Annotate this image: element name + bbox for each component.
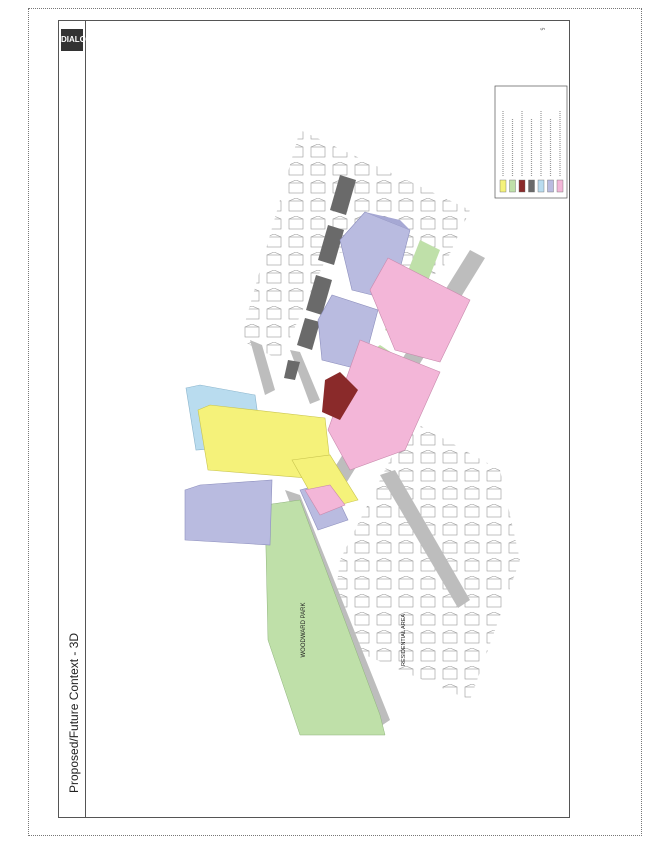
residential-houses-south	[330, 420, 520, 700]
legend-swatch	[547, 179, 554, 193]
residential-area-label: RESIDENTIAL AREA	[401, 614, 407, 666]
legend-swatch	[509, 179, 516, 193]
pink-buildings	[304, 257, 471, 516]
legend-swatch	[499, 179, 507, 193]
page-border	[28, 8, 642, 836]
dark-red-building	[322, 372, 358, 420]
title-strip: DIALOG Proposed/Future Context - 3D	[59, 21, 92, 817]
woodward-park	[264, 499, 386, 736]
grey-existing-buildings	[284, 175, 356, 380]
legend-swatch	[537, 179, 545, 193]
legend-swatch	[518, 179, 526, 193]
firm-logo: DIALOG	[61, 29, 92, 51]
woodward-park-label: WOODWARD PARK	[301, 603, 307, 658]
legend-swatches	[499, 110, 564, 193]
legend-swatch	[528, 179, 535, 193]
legend-swatch	[556, 179, 564, 193]
